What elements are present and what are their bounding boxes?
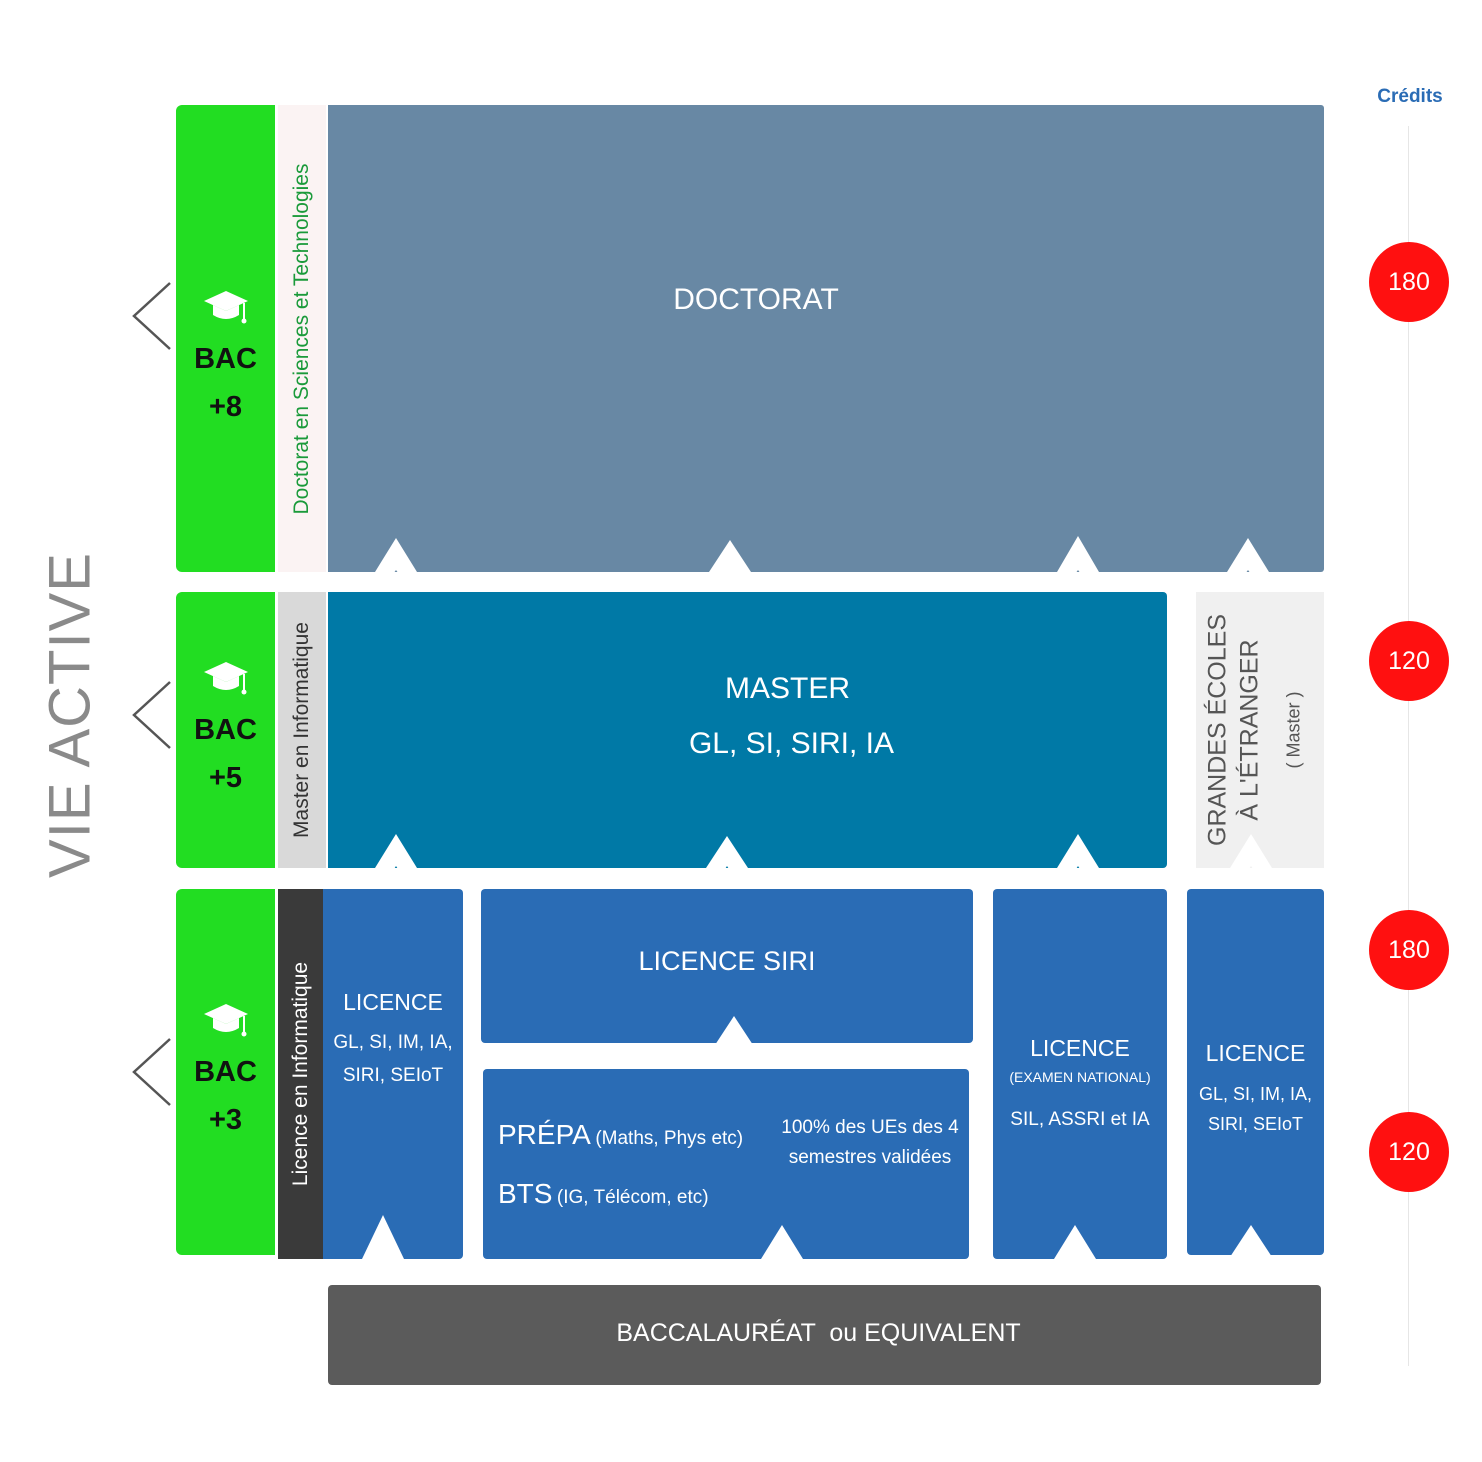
master-specialties: GL, SI, SIRI, IA: [688, 727, 895, 760]
chevron-left-icon: [132, 1038, 171, 1106]
baccalaureat-block: BACCALAURÉAT ou EQUIVALENT: [328, 1285, 1321, 1385]
licence-main-line1: GL, SI, IM, IA,: [333, 1032, 453, 1053]
prepa-note-line1: 100% des UEs des 4: [781, 1117, 959, 1138]
bts-label: BTS: [498, 1178, 553, 1209]
licence-abroad-line1: GL, SI, IM, IA,: [1198, 1084, 1313, 1104]
level-years: +3: [208, 1104, 243, 1136]
credit-badge: 180: [1369, 910, 1449, 990]
graduation-cap-icon: [203, 662, 248, 695]
licence-siri-block: LICENCE SIRI: [481, 889, 973, 1043]
level-years: +8: [208, 390, 243, 423]
chevron-left-icon: [132, 282, 171, 350]
program-label-doctorat: Doctorat en Sciences et Technologies: [278, 105, 326, 572]
licence-exam-specialties: SIL, ASSRI et IA: [1010, 1109, 1150, 1130]
credit-badge: 120: [1369, 621, 1449, 701]
bts-detail: (IG, Télécom, etc): [556, 1187, 709, 1208]
licence-exam-block: LICENCE (EXAMEN NATIONAL) SIL, ASSRI et …: [993, 889, 1167, 1259]
licence-main-title: LICENCE: [343, 989, 443, 1015]
prepa-bts-block: PRÉPA (Maths, Phys etc) BTS (IG, Télécom…: [483, 1069, 969, 1259]
licence-siri-title: LICENCE SIRI: [638, 946, 816, 976]
credit-badge: 180: [1369, 242, 1449, 322]
chevron-left-icon: [132, 681, 171, 749]
level-title: BAC: [194, 714, 257, 746]
licence-abroad-line2: SIRI, SEIoT: [1207, 1114, 1304, 1134]
master-title: MASTER: [724, 672, 850, 705]
level-bac-8: BAC +8: [176, 105, 275, 572]
licence-abroad-block: LICENCE GL, SI, IM, IA, SIRI, SEIoT: [1187, 889, 1324, 1255]
licence-main-line2: SIRI, SEIoT: [342, 1065, 444, 1086]
level-bac-3: BAC +3: [176, 889, 275, 1255]
level-title: BAC: [194, 1056, 257, 1088]
master-block: MASTER GL, SI, SIRI, IA: [328, 592, 1167, 868]
graduation-cap-icon: [203, 290, 248, 323]
licence-exam-title: LICENCE: [1030, 1035, 1130, 1061]
credits-title: Crédits: [1377, 86, 1443, 107]
program-label-master: Master en Informatique: [278, 592, 326, 868]
licence-exam-subtitle: (EXAMEN NATIONAL): [1009, 1069, 1151, 1085]
prepa-note-line2: semestres validées: [788, 1147, 952, 1168]
graduation-cap-icon: [203, 1004, 248, 1037]
prepa-detail: (Maths, Phys etc): [595, 1128, 744, 1149]
licence-abroad-title: LICENCE: [1205, 1040, 1306, 1066]
doctorat-title: DOCTORAT: [673, 283, 839, 316]
doctorat-block: DOCTORAT: [328, 105, 1324, 572]
level-years: +5: [208, 762, 243, 794]
credits-axis-line: [1408, 126, 1409, 1366]
program-label-licence: Licence en Informatique: [278, 889, 323, 1259]
licence-main-block: LICENCE GL, SI, IM, IA, SIRI, SEIoT: [323, 889, 463, 1259]
baccalaureat-title: BACCALAURÉAT ou EQUIVALENT: [616, 1319, 1021, 1347]
level-bac-5: BAC +5: [176, 592, 275, 868]
grandes-ecoles-block: GRANDES ÉCOLES À L'ÉTRANGER ( Master ): [1196, 592, 1324, 868]
level-title: BAC: [194, 342, 257, 375]
prepa-label: PRÉPA: [498, 1119, 591, 1150]
credit-badge: 120: [1369, 1112, 1449, 1192]
